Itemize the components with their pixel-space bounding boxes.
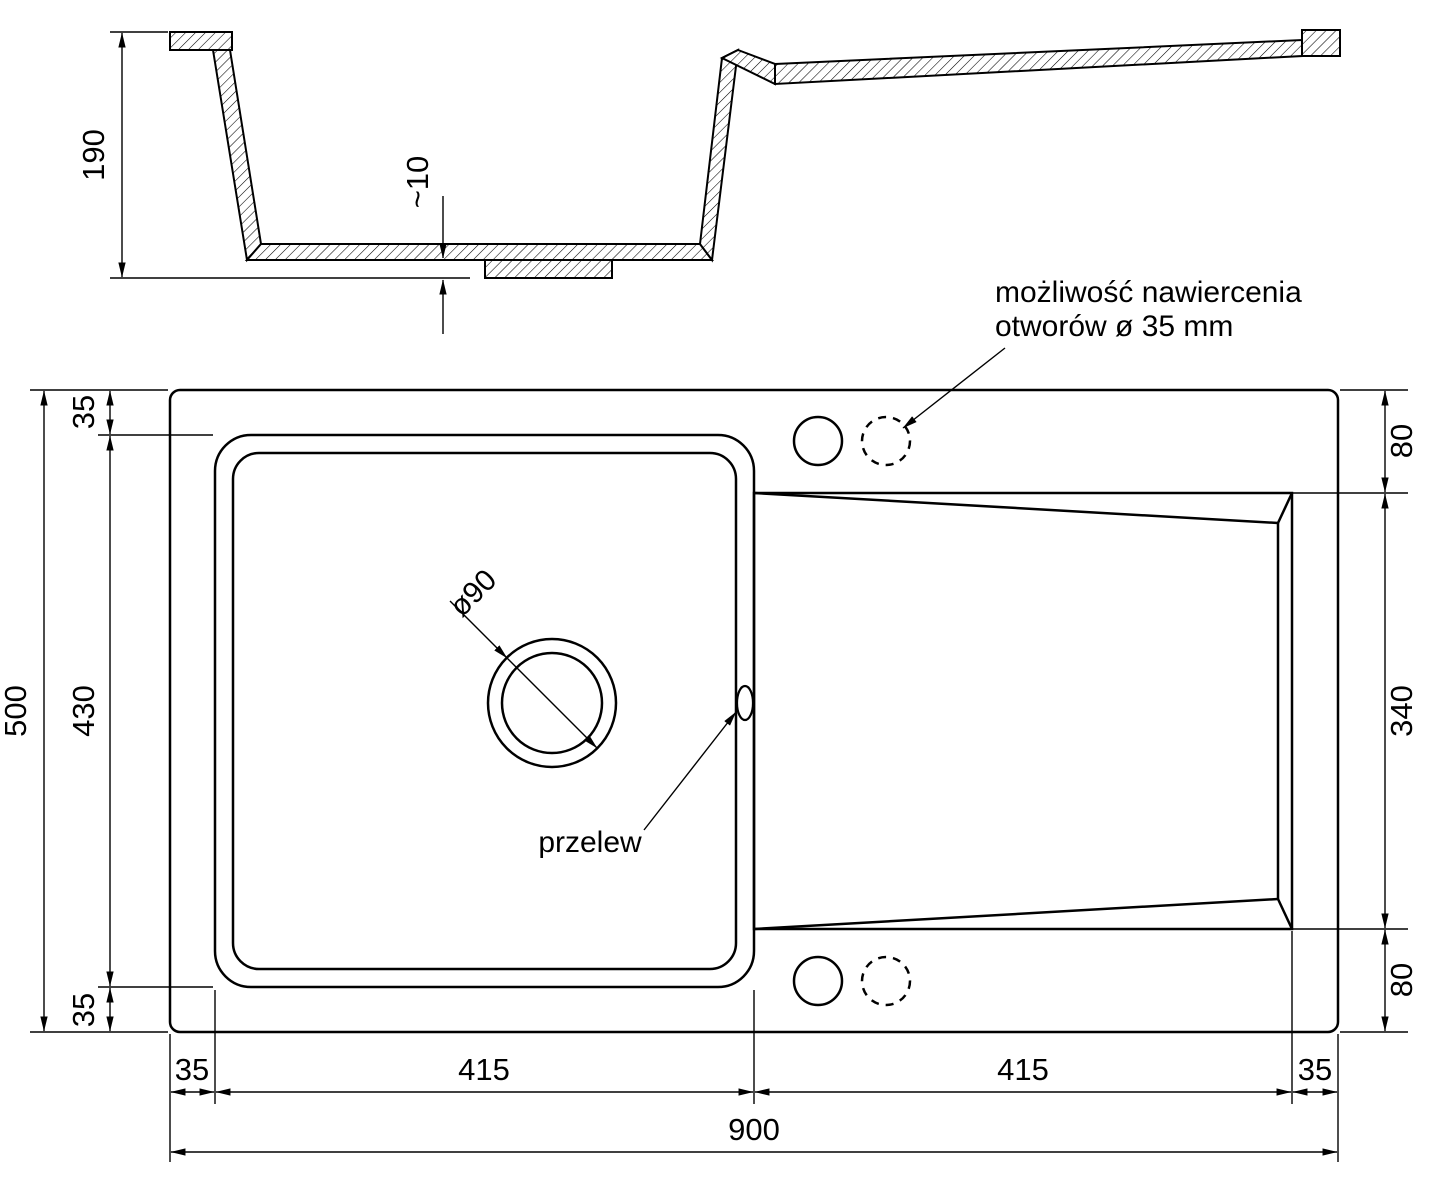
section-bottom (244, 243, 714, 261)
drain-hole (486, 637, 618, 769)
drill-note-line1: możliwość nawiercenia (995, 276, 1302, 309)
overflow-annotation: przelew (538, 711, 737, 859)
drainboard-outline (752, 491, 1294, 931)
section-foot (484, 259, 613, 279)
dim-label-overall-height: 500 (0, 685, 33, 737)
faucet-hole-bottom (792, 955, 844, 1007)
dim-overall-height-500: 500 (0, 389, 168, 1033)
dim-overall-width-900: 900 (170, 1112, 1338, 1156)
basin-inner-rim (231, 451, 738, 971)
dim-label-left-top-margin: 35 (66, 395, 101, 429)
overflow-hole (735, 684, 755, 722)
dim-label-overall-width: 900 (728, 1112, 780, 1147)
section-view: 190 ~10 (76, 29, 1341, 334)
dim-label-bottom-left-margin: 35 (175, 1052, 209, 1087)
dim-label-drainer-length: 340 (1384, 685, 1419, 737)
drill-note-annotation: możliwość nawiercenia otworów ø 35 mm (902, 276, 1302, 429)
dim-label-drainer-width: 415 (997, 1052, 1049, 1087)
dim-label-right-top-offset: 80 (1384, 424, 1419, 458)
dim-depth-190: 190 (76, 31, 470, 279)
drill-note-line2: otworów ø 35 mm (995, 310, 1233, 343)
dim-left-column: 35 430 35 (66, 390, 213, 1032)
dim-label-right-bottom-offset: 80 (1384, 963, 1419, 997)
faucet-hole-top (792, 415, 844, 467)
dim-bottom-thickness: ~10 (400, 156, 447, 334)
dim-bottom-row: 35 415 415 35 (169, 931, 1339, 1162)
dim-label-left-bottom-margin: 35 (66, 993, 101, 1027)
section-left-rim (169, 31, 233, 51)
annotations: ø90 przelew możliwość nawiercenia otworó… (443, 276, 1302, 859)
overflow-label: przelew (538, 826, 642, 859)
dim-label-basin-width: 415 (458, 1052, 510, 1087)
drainboard (752, 491, 1294, 931)
dim-label-depth: 190 (76, 129, 111, 181)
dim-label-bottom-thickness: ~10 (400, 156, 435, 209)
optional-hole-top (860, 415, 912, 467)
plan-view (168, 388, 1340, 1034)
dim-right-column: 80 340 80 (1292, 389, 1419, 1033)
dim-label-bottom-right-margin: 35 (1298, 1052, 1332, 1087)
dim-label-basin-length: 430 (66, 685, 101, 737)
optional-hole-bottom (860, 955, 912, 1007)
faucet-holes (792, 415, 912, 1007)
section-right-rim (1301, 29, 1341, 57)
